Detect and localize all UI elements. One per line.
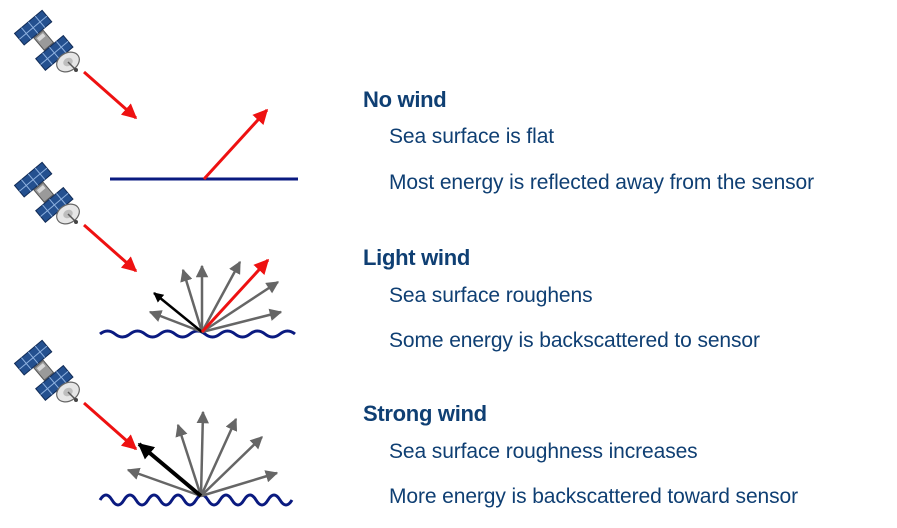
incident-ray bbox=[83, 70, 138, 120]
section-heading-no-wind: No wind bbox=[363, 87, 447, 112]
backscatter-ray bbox=[137, 442, 203, 498]
section-line: Some energy is backscattered to sensor bbox=[389, 329, 760, 352]
satellite-icon bbox=[13, 9, 84, 77]
section-line: More energy is backscattered toward sens… bbox=[389, 485, 798, 508]
satellite-icon bbox=[13, 161, 84, 229]
section-line: Sea surface roughens bbox=[389, 284, 593, 307]
reflection-ray bbox=[200, 258, 270, 334]
section-line: Sea surface roughness increases bbox=[389, 440, 698, 463]
section-heading-light-wind: Light wind bbox=[363, 245, 470, 270]
section-heading-strong-wind: Strong wind bbox=[363, 401, 487, 426]
backscatter-ray bbox=[153, 292, 203, 333]
rougher-sea-surface bbox=[98, 493, 294, 507]
incident-ray bbox=[83, 401, 138, 451]
rough-sea-surface bbox=[99, 329, 296, 339]
scatter-rays bbox=[126, 410, 279, 498]
scatter-rays bbox=[148, 258, 283, 334]
specular-reflection-ray bbox=[202, 108, 269, 181]
section-line: Most energy is reflected away from the s… bbox=[389, 171, 815, 194]
section-line: Sea surface is flat bbox=[389, 125, 555, 148]
satellite-icon bbox=[13, 339, 84, 407]
incident-ray bbox=[83, 223, 138, 273]
